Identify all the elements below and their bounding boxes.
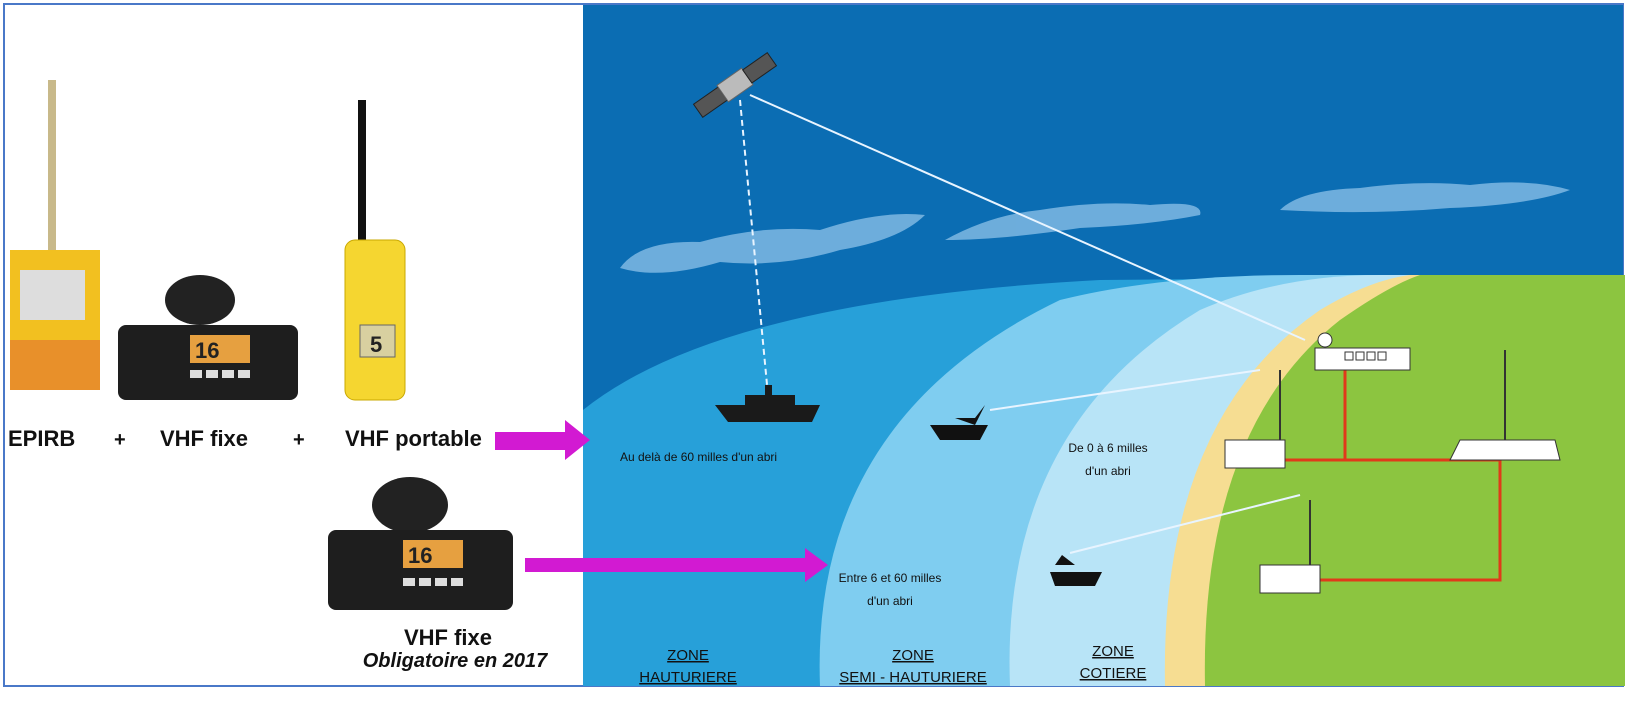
label-epirb: EPIRB [8, 426, 75, 451]
label-plus-2: + [293, 429, 305, 451]
zone-cotiere-subtitle: COTIERE [1080, 665, 1147, 682]
ship-icon-large [715, 385, 820, 422]
boat-icon-semi [930, 405, 988, 440]
vhf-fixe-radio-image-2: 16 [328, 477, 513, 610]
vhf-portable-image: 5 [344, 100, 406, 401]
label-plus-1: + [114, 429, 126, 451]
desc-semi-1: Entre 6 et 60 milles [839, 571, 942, 585]
satellite-link [749, 94, 1306, 341]
vhf-fixe-radio-image: 16 [118, 275, 298, 400]
desc-cotiere-1: De 0 à 6 milles [1068, 441, 1147, 455]
zone-cotiere-title: ZONE [1092, 643, 1134, 660]
epirb-image [10, 80, 100, 390]
zone-hauturiere-subtitle: HAUTURIERE [639, 669, 737, 686]
vhf-link-2 [1069, 494, 1301, 554]
desc-cotiere-2: d'un abri [1085, 464, 1131, 478]
radio-display: 16 [195, 338, 219, 363]
coastal-network [1224, 332, 1561, 594]
desc-hauturiere: Au delà de 60 milles d'un abri [620, 450, 777, 464]
label-obligatoire: Obligatoire en 2017 [363, 650, 548, 672]
radio-display-2: 16 [408, 543, 432, 568]
vhf-link-1 [989, 369, 1261, 411]
label-vhf-fixe-2: VHF fixe [404, 625, 492, 650]
zone-semi-subtitle: SEMI - HAUTURIERE [839, 669, 987, 686]
boat-icon-cotiere [1050, 555, 1102, 586]
satellite-icon [692, 51, 778, 119]
zone-hauturiere-title: ZONE [667, 647, 709, 664]
clouds [620, 182, 1570, 273]
label-vhf-fixe: VHF fixe [160, 426, 248, 451]
zone-semi-title: ZONE [892, 647, 934, 664]
arrow-to-hauturiere [495, 420, 590, 460]
desc-semi-2: d'un abri [867, 594, 913, 608]
label-vhf-portable: VHF portable [345, 426, 482, 451]
arrow-to-semi [525, 548, 828, 582]
portable-display: 5 [370, 332, 382, 357]
